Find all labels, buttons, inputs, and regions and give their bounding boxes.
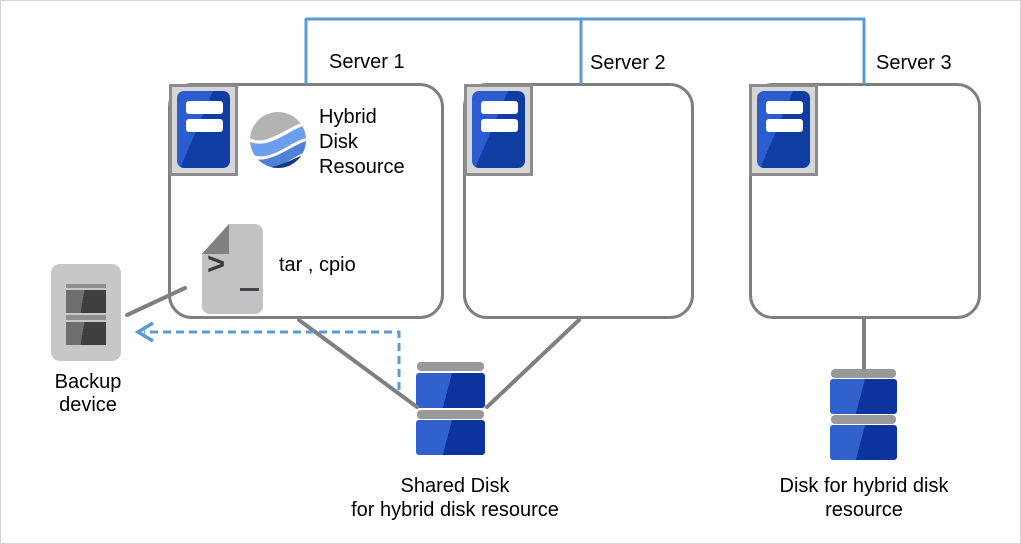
hybrid-line1: Hybrid — [319, 106, 377, 128]
server3-label: Server 3 — [876, 52, 952, 74]
disk-body — [416, 373, 485, 408]
server-tower-glyph — [177, 91, 230, 168]
backup-mid-bar — [66, 315, 106, 320]
hybrid-line2: Disk — [319, 131, 358, 153]
shell-script-icon: > — [202, 224, 263, 314]
prompt-glyph: > — [207, 246, 226, 281]
hybrid-disk-icon — [830, 369, 897, 460]
server3-tower-icon — [749, 84, 818, 176]
hybrid-line3: Resource — [319, 156, 405, 178]
backup-device-icon — [51, 264, 121, 361]
server2-shared-disk-line — [485, 318, 581, 409]
backup-flow-arrow — [134, 321, 401, 390]
disk-cap — [417, 362, 484, 371]
disk-body — [830, 379, 897, 414]
server2-label: Server 2 — [590, 52, 666, 74]
cursor-underscore-glyph — [240, 288, 259, 291]
disk-cap — [831, 415, 896, 424]
server1-tower-icon — [169, 84, 238, 176]
server1-shared-disk-line — [297, 318, 419, 409]
tools-label: tar , cpio — [279, 254, 356, 276]
hybrid-disk-resource-icon — [250, 112, 306, 168]
server2-tower-icon — [464, 84, 533, 176]
arrowhead-left-icon — [134, 321, 154, 343]
hybrid-disk-resource-label: Hybrid Disk Resource — [319, 105, 405, 180]
disk-body — [830, 425, 897, 460]
shared-disk-label: Shared Disk for hybrid disk resource — [335, 474, 575, 522]
backup-drive-1 — [66, 290, 106, 313]
hybrid-disk-label-line1: Disk for hybrid disk — [779, 475, 949, 497]
backup-drive-2 — [66, 322, 106, 345]
hybrid-disk-label: Disk for hybrid disk resource — [754, 474, 974, 522]
backup-flow-dashed-line — [144, 330, 401, 390]
hybrid-disk-label-line2: resource — [825, 499, 903, 521]
disk-body — [416, 420, 485, 455]
server-tower-glyph — [757, 91, 810, 168]
shared-disk-label-line1: Shared Disk — [400, 475, 510, 497]
disk-cap — [831, 369, 896, 378]
backup-label-line1: Backup — [54, 371, 122, 393]
shared-disk-icon — [416, 362, 485, 456]
disk-cap — [417, 410, 484, 419]
server1-label: Server 1 — [329, 51, 405, 73]
shared-disk-label-line2: for hybrid disk resource — [351, 499, 559, 521]
server-tower-glyph — [472, 91, 525, 168]
backup-label-line2: device — [59, 394, 117, 416]
backup-top-bar — [66, 284, 106, 288]
backup-device-label: Backup device — [28, 371, 148, 417]
